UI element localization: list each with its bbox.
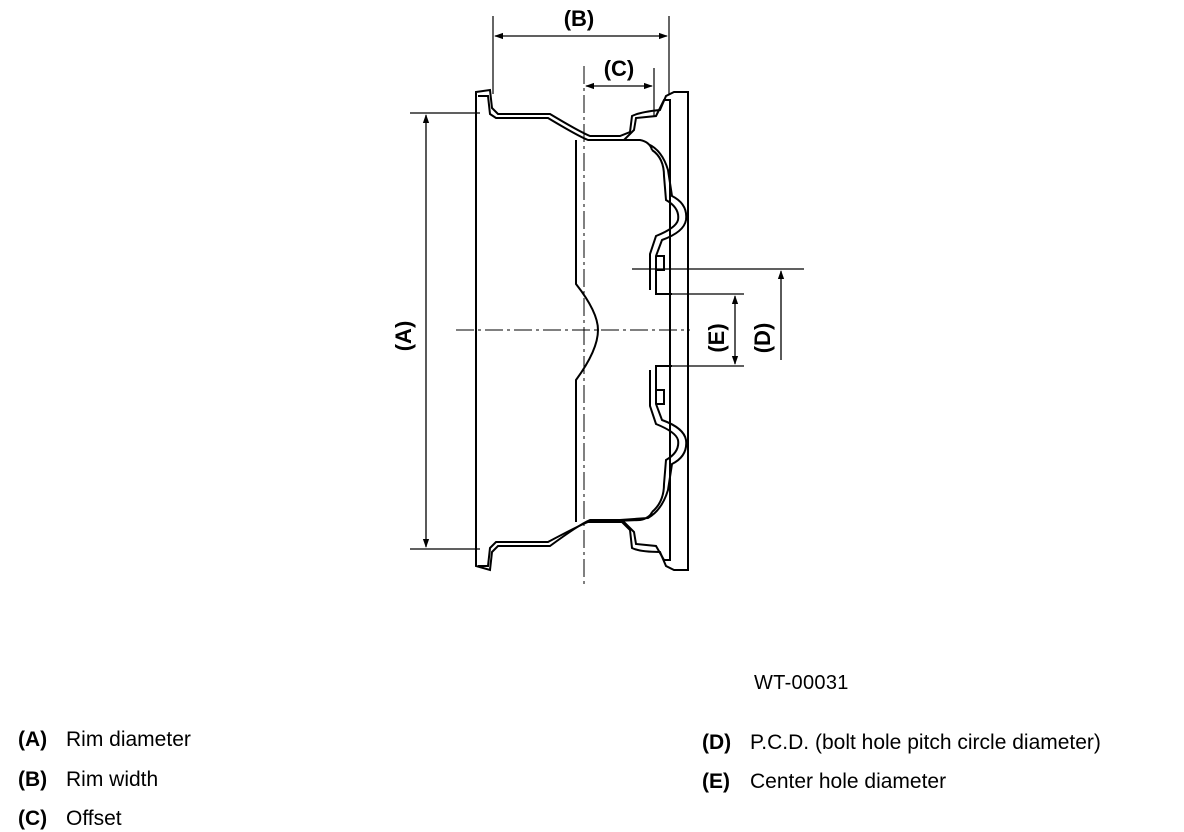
legend-key: (A) bbox=[18, 728, 48, 751]
legend-text: Center hole diameter bbox=[750, 770, 947, 793]
legend-text: Rim diameter bbox=[66, 728, 191, 751]
rim-inner-profile bbox=[478, 95, 671, 567]
figure-code: WT-00031 bbox=[754, 672, 849, 694]
legend-key: (C) bbox=[18, 807, 48, 830]
dimension-label-a: (A) bbox=[391, 321, 416, 352]
legend-key: (E) bbox=[702, 770, 730, 793]
legend-text: Offset bbox=[66, 807, 122, 830]
legend-key: (D) bbox=[702, 731, 732, 754]
legend-item-d: (D) P.C.D. (bolt hole pitch circle diamet… bbox=[702, 731, 1101, 755]
hub-bolt-seat bbox=[656, 255, 665, 405]
legend-item-e: (E) Center hole diameter bbox=[702, 770, 946, 794]
legend-item-a: (A) Rim diameter bbox=[18, 728, 191, 752]
legend-item-c: (C) Offset bbox=[18, 807, 122, 831]
dimension-label-e: (E) bbox=[704, 323, 729, 352]
legend-item-b: (B) Rim width bbox=[18, 768, 158, 792]
dimension-label-b: (B) bbox=[564, 6, 595, 31]
legend-text: P.C.D. (bolt hole pitch circle diameter) bbox=[750, 731, 1101, 754]
wheel-disc-profile bbox=[575, 139, 688, 523]
legend-text: Rim width bbox=[66, 768, 159, 791]
legend-key: (B) bbox=[18, 768, 48, 791]
wheel-cross-section-diagram: (B) (C) (A) (E) (D) bbox=[391, 6, 804, 584]
dimension-label-c: (C) bbox=[604, 56, 635, 81]
dimension-label-d: (D) bbox=[750, 323, 775, 354]
